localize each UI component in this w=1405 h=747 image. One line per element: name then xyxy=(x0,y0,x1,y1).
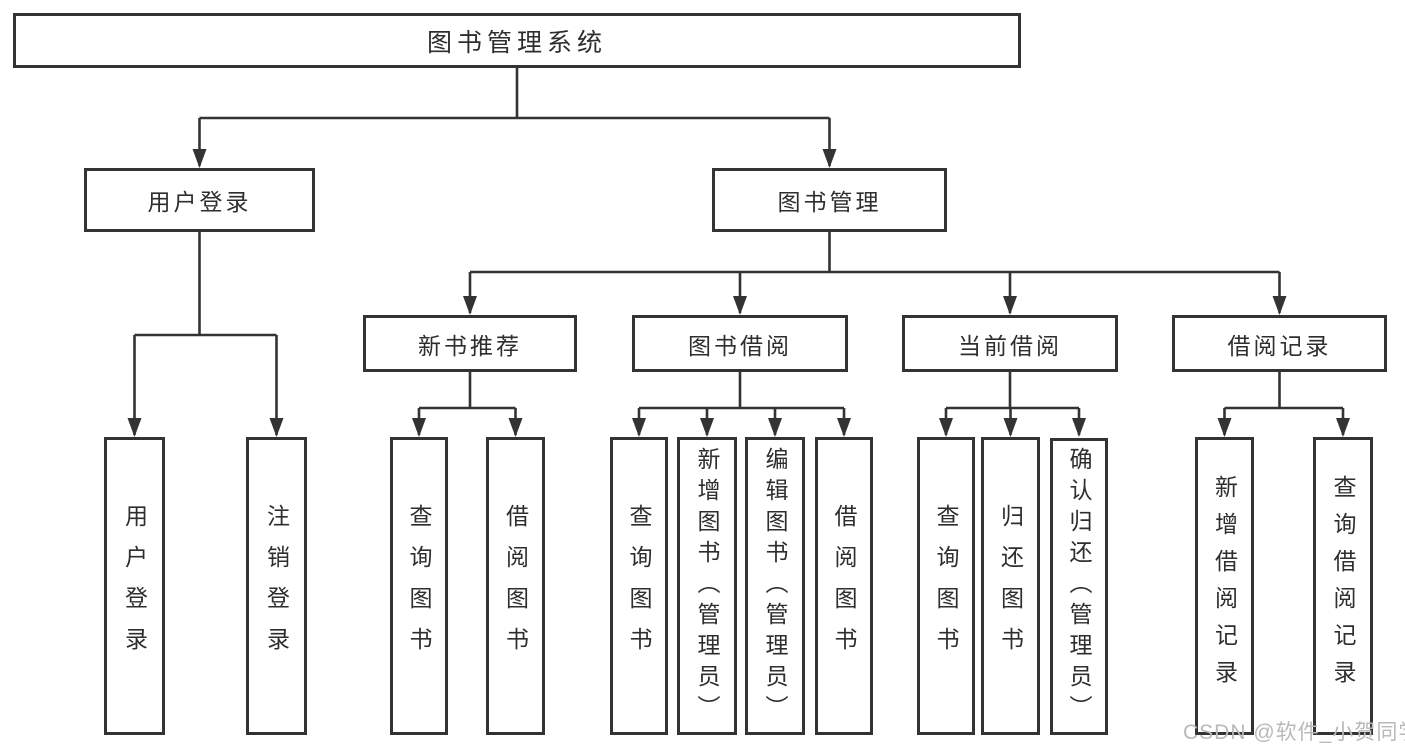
leaf-query-books-borrow-label: 查询图书 xyxy=(626,504,652,668)
node-new-book-recommend-label: 新书推荐 xyxy=(418,332,522,359)
leaf-add-borrow-record-label: 新增借阅记录 xyxy=(1211,475,1238,697)
node-borrow-record: 借阅记录 xyxy=(1172,315,1387,372)
leaf-edit-book-admin: 编辑图书（管理员） xyxy=(745,437,805,735)
leaf-query-books-current-label: 查询图书 xyxy=(933,504,959,668)
leaf-query-books-borrow: 查询图书 xyxy=(610,437,668,735)
node-book-management: 图书管理 xyxy=(712,168,947,232)
node-new-book-recommend: 新书推荐 xyxy=(363,315,577,372)
leaf-edit-book-admin-label: 编辑图书（管理员） xyxy=(762,446,788,726)
node-borrow-record-label: 借阅记录 xyxy=(1227,332,1332,359)
leaf-add-borrow-record: 新增借阅记录 xyxy=(1195,437,1254,735)
node-current-borrow: 当前借阅 xyxy=(902,315,1118,372)
leaf-confirm-return-admin-label: 确认归还（管理员） xyxy=(1066,447,1092,726)
leaf-borrow-books-recommend: 借阅图书 xyxy=(486,437,545,735)
leaf-query-books-recommend: 查询图书 xyxy=(390,437,448,735)
node-user-login-label: 用户登录 xyxy=(147,189,252,215)
leaf-query-books-current: 查询图书 xyxy=(917,437,975,735)
node-user-login: 用户登录 xyxy=(84,168,315,232)
leaf-confirm-return-admin: 确认归还（管理员） xyxy=(1050,438,1108,735)
leaf-add-book-admin: 新增图书（管理员） xyxy=(677,437,737,735)
leaf-borrow-books-label: 借阅图书 xyxy=(831,504,857,668)
leaf-borrow-books-recommend-label: 借阅图书 xyxy=(502,504,529,668)
node-book-borrow-label: 图书借阅 xyxy=(688,332,792,359)
leaf-return-books-label: 归还图书 xyxy=(997,504,1024,668)
leaf-logout-label: 注销登录 xyxy=(263,504,290,668)
leaf-user-login-label: 用户登录 xyxy=(121,504,148,668)
leaf-add-book-admin-label: 新增图书（管理员） xyxy=(694,446,720,726)
node-book-management-label: 图书管理 xyxy=(777,189,882,215)
leaf-logout: 注销登录 xyxy=(246,437,307,735)
leaf-return-books: 归还图书 xyxy=(981,437,1040,735)
leaf-borrow-books: 借阅图书 xyxy=(815,437,873,735)
leaf-query-books-recommend-label: 查询图书 xyxy=(406,504,432,668)
leaf-query-borrow-record: 查询借阅记录 xyxy=(1313,437,1373,735)
node-current-borrow-label: 当前借阅 xyxy=(958,332,1062,359)
csdn-watermark: CSDN @软件_小贺同学 xyxy=(1183,721,1405,744)
node-root: 图书管理系统 xyxy=(13,13,1021,68)
node-book-borrow: 图书借阅 xyxy=(632,315,848,372)
leaf-query-borrow-record-label: 查询借阅记录 xyxy=(1330,475,1356,697)
node-root-label: 图书管理系统 xyxy=(426,28,607,57)
leaf-user-login: 用户登录 xyxy=(104,437,165,735)
arrowhead-icons xyxy=(127,149,1350,437)
